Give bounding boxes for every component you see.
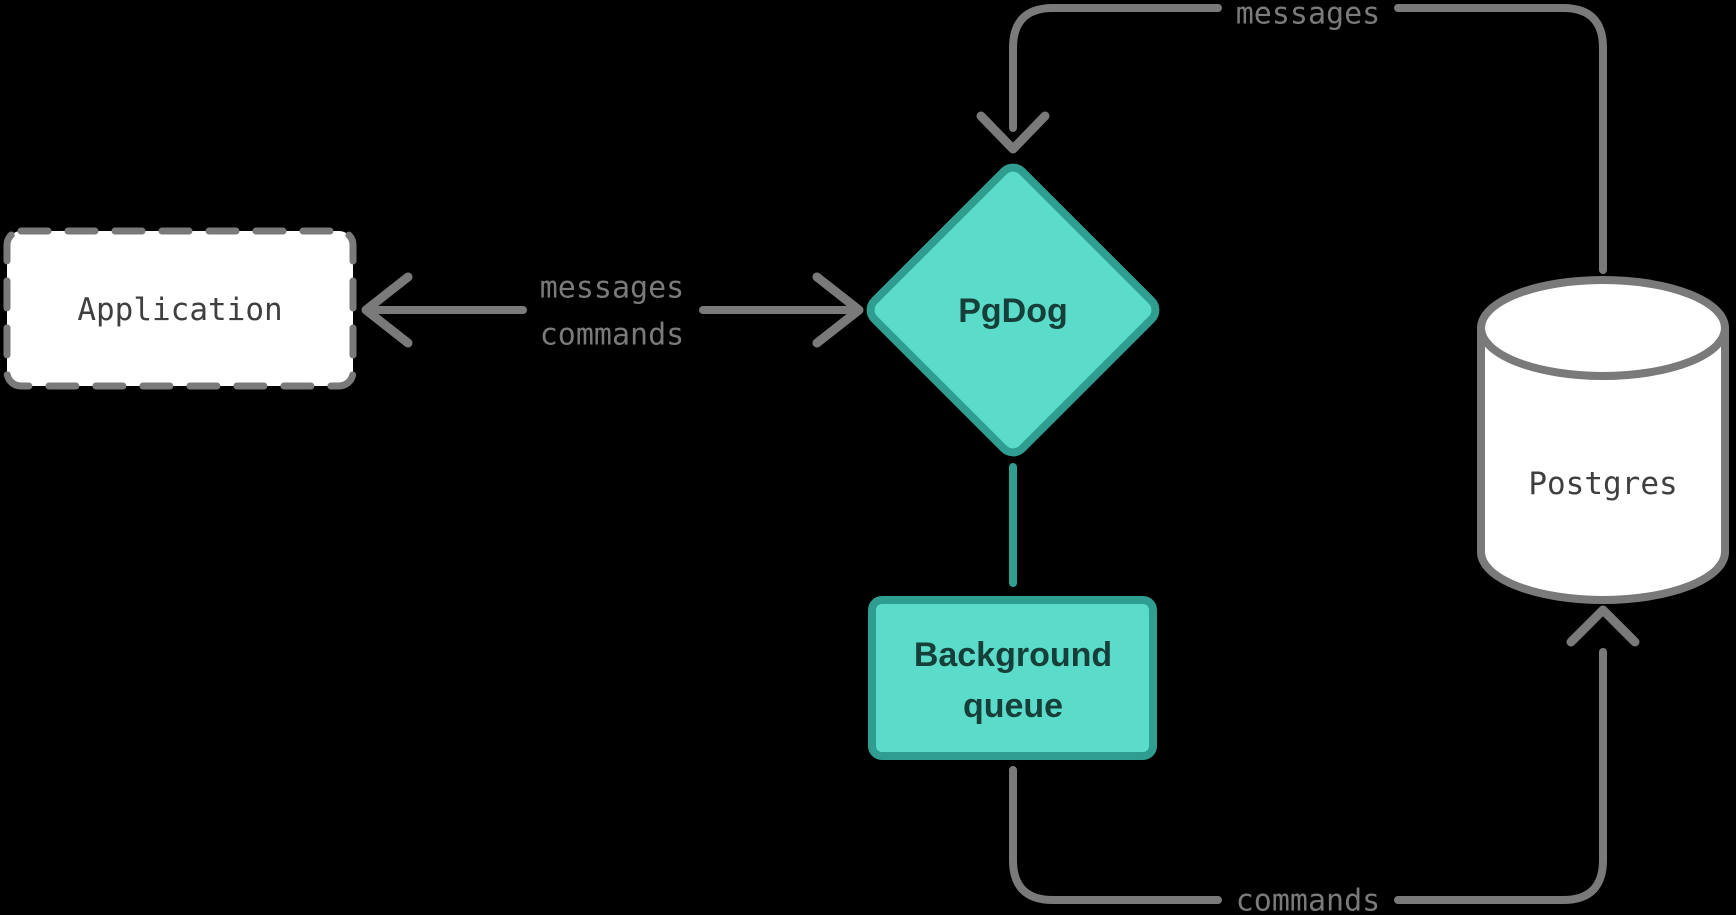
- edge-postgres-to-pgdog-segment-right: [1394, 4, 1607, 274]
- pgdog-node: PgDog: [866, 163, 1160, 457]
- application-box: [3, 227, 357, 390]
- edge-label-messages-left: messages: [540, 271, 685, 306]
- edge-queue-to-postgres: commands: [1009, 605, 1640, 915]
- edge-queue-to-postgres-segment-right: [1394, 648, 1607, 904]
- arrowhead-right-into-pgdog: [812, 272, 864, 348]
- edge-postgres-to-pgdog: messages: [976, 0, 1607, 274]
- background-queue-box: [868, 596, 1157, 760]
- edge-label-messages-top: messages: [1236, 0, 1381, 32]
- application-node: Application: [3, 227, 357, 390]
- edge-label-commands-bottom: commands: [1236, 884, 1381, 915]
- pgdog-label: PgDog: [958, 292, 1068, 330]
- edge-app-pgdog: messages commands: [361, 271, 864, 353]
- background-queue-label-line2: queue: [963, 687, 1063, 725]
- edge-label-commands-left: commands: [540, 318, 685, 353]
- arrowhead-up-into-postgres: [1566, 605, 1640, 647]
- edge-queue-to-postgres-segment-left: [1009, 766, 1222, 904]
- edge-postgres-to-pgdog-segment-left: [1009, 4, 1222, 132]
- arrowhead-down-into-pgdog: [976, 111, 1050, 154]
- arrowhead-left-into-application: [361, 272, 413, 348]
- postgres-label: Postgres: [1528, 466, 1677, 502]
- pgdog-diamond: [866, 163, 1160, 457]
- postgres-node: Postgres: [1477, 276, 1729, 604]
- postgres-cylinder-top: [1477, 276, 1729, 380]
- background-queue-label-line1: Background: [914, 636, 1112, 674]
- application-label: Application: [77, 292, 282, 328]
- background-queue-node: Background queue: [868, 596, 1157, 760]
- postgres-cylinder-body: [1477, 328, 1729, 604]
